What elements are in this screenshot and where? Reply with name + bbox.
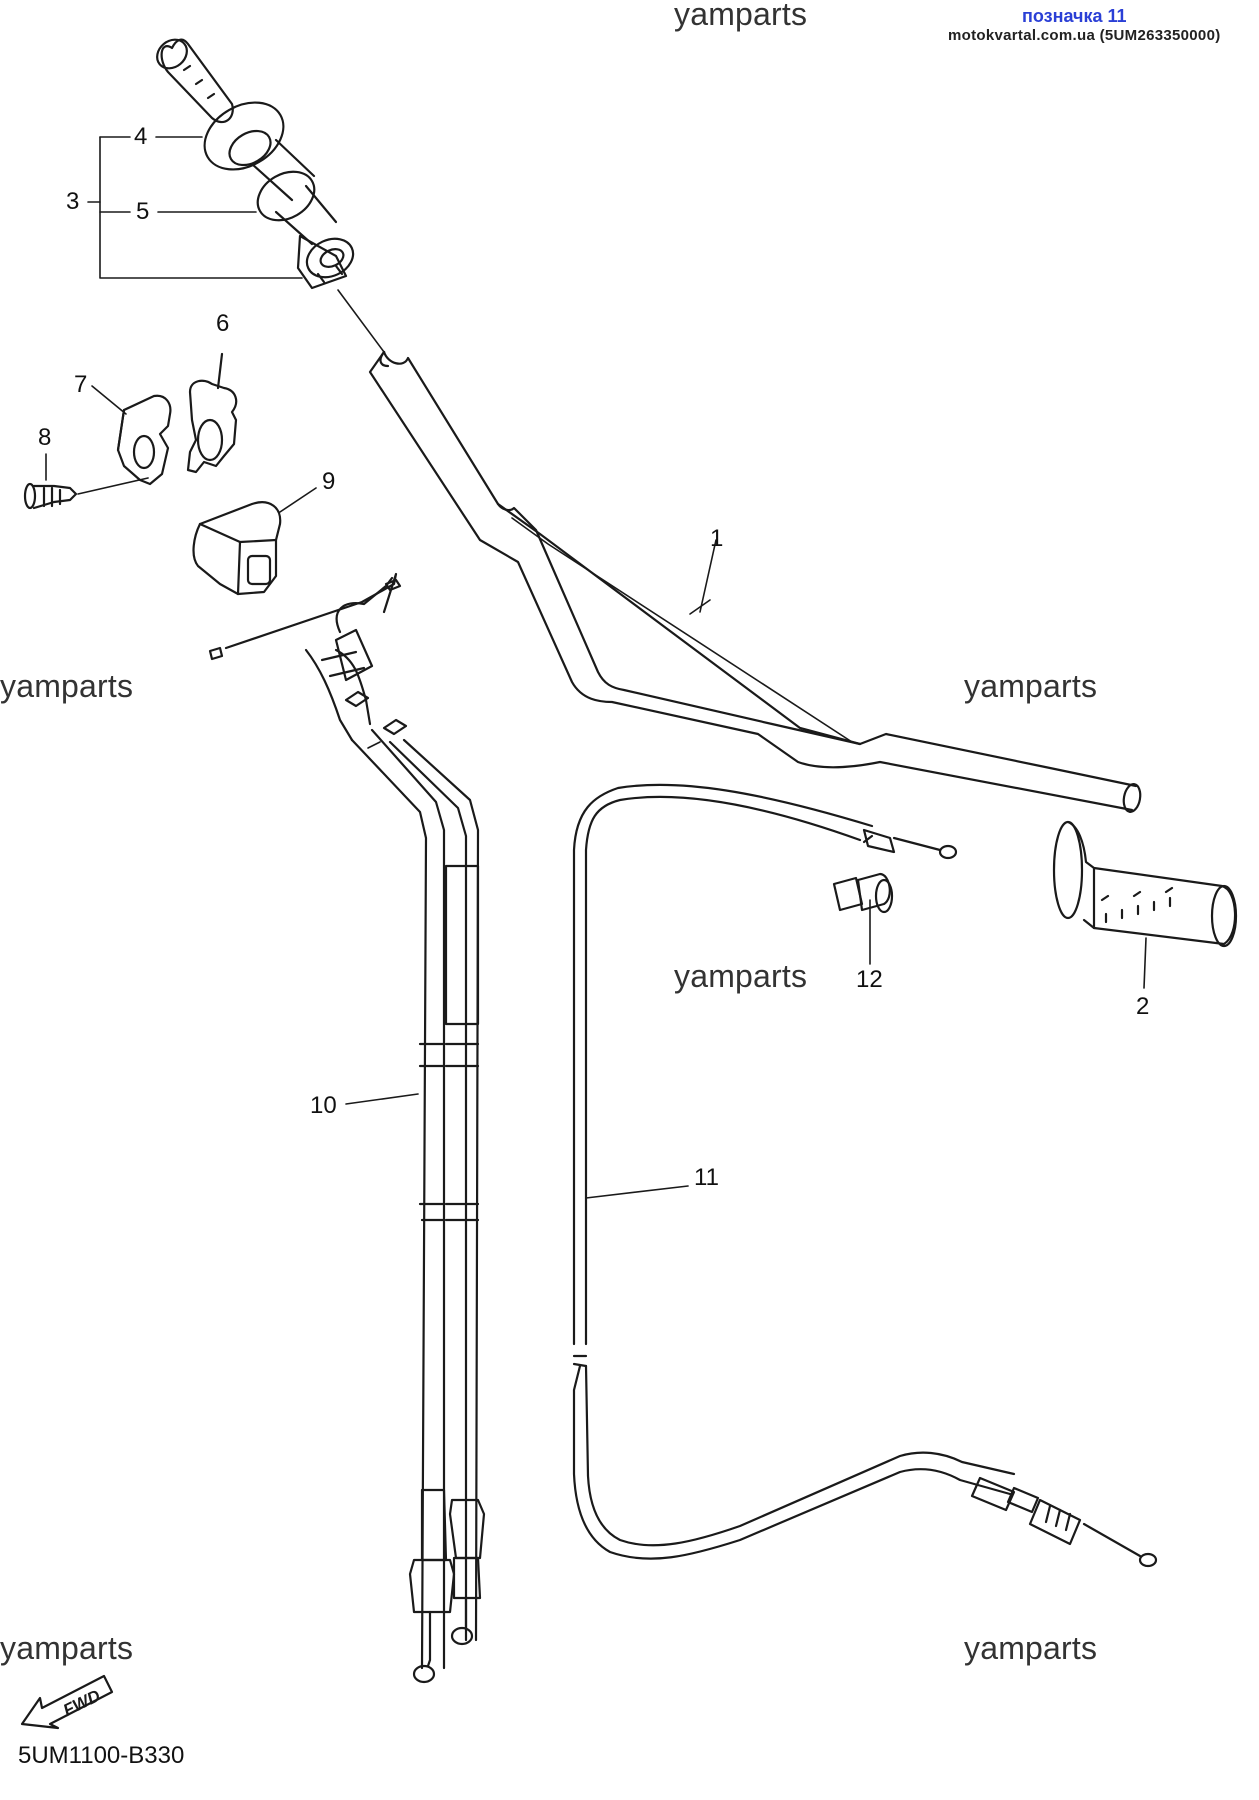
watermark: yamparts: [964, 668, 1098, 704]
watermark: yamparts: [0, 1630, 134, 1666]
fwd-arrow-icon: FWD: [20, 1674, 114, 1730]
watermark: yamparts: [964, 1630, 1098, 1666]
stamp-title: позначка 11: [1022, 6, 1127, 26]
leader-1: [699, 539, 717, 613]
callout-4: 4: [134, 123, 148, 150]
callout-10: 10: [310, 1092, 337, 1119]
callout-11: 11: [694, 1164, 719, 1191]
callout-2: 2: [1136, 993, 1150, 1020]
callout-3: 3: [66, 188, 80, 215]
throttle-grip-assembly: [156, 38, 385, 353]
callout-12: 12: [856, 966, 883, 993]
throttle-cables: [208, 572, 486, 1684]
adjuster-bolt: [832, 872, 894, 965]
leaders-3-4-5: [87, 136, 303, 279]
callout-5: 5: [136, 198, 150, 225]
bolt: [23, 453, 149, 510]
clutch-cable: [572, 783, 1158, 1568]
callout-6: 6: [216, 310, 230, 337]
watermark: yamparts: [674, 0, 808, 32]
diagram-code: 5UM1100-B330: [18, 1742, 185, 1769]
watermark: yamparts: [0, 668, 134, 704]
handlebar-cover: [192, 487, 317, 596]
handlebar-holder-lower: [91, 385, 172, 486]
stamp-source: motokvartal.com.ua (5UM263350000): [948, 27, 1221, 44]
grip-right: [1052, 820, 1238, 989]
callout-1: 1: [710, 525, 724, 552]
callout-7: 7: [74, 371, 88, 398]
callout-8: 8: [38, 424, 52, 451]
handlebar: [368, 350, 1142, 813]
callout-9: 9: [322, 468, 336, 495]
handlebar-holder-upper: [186, 352, 238, 474]
watermark: yamparts: [674, 958, 808, 994]
